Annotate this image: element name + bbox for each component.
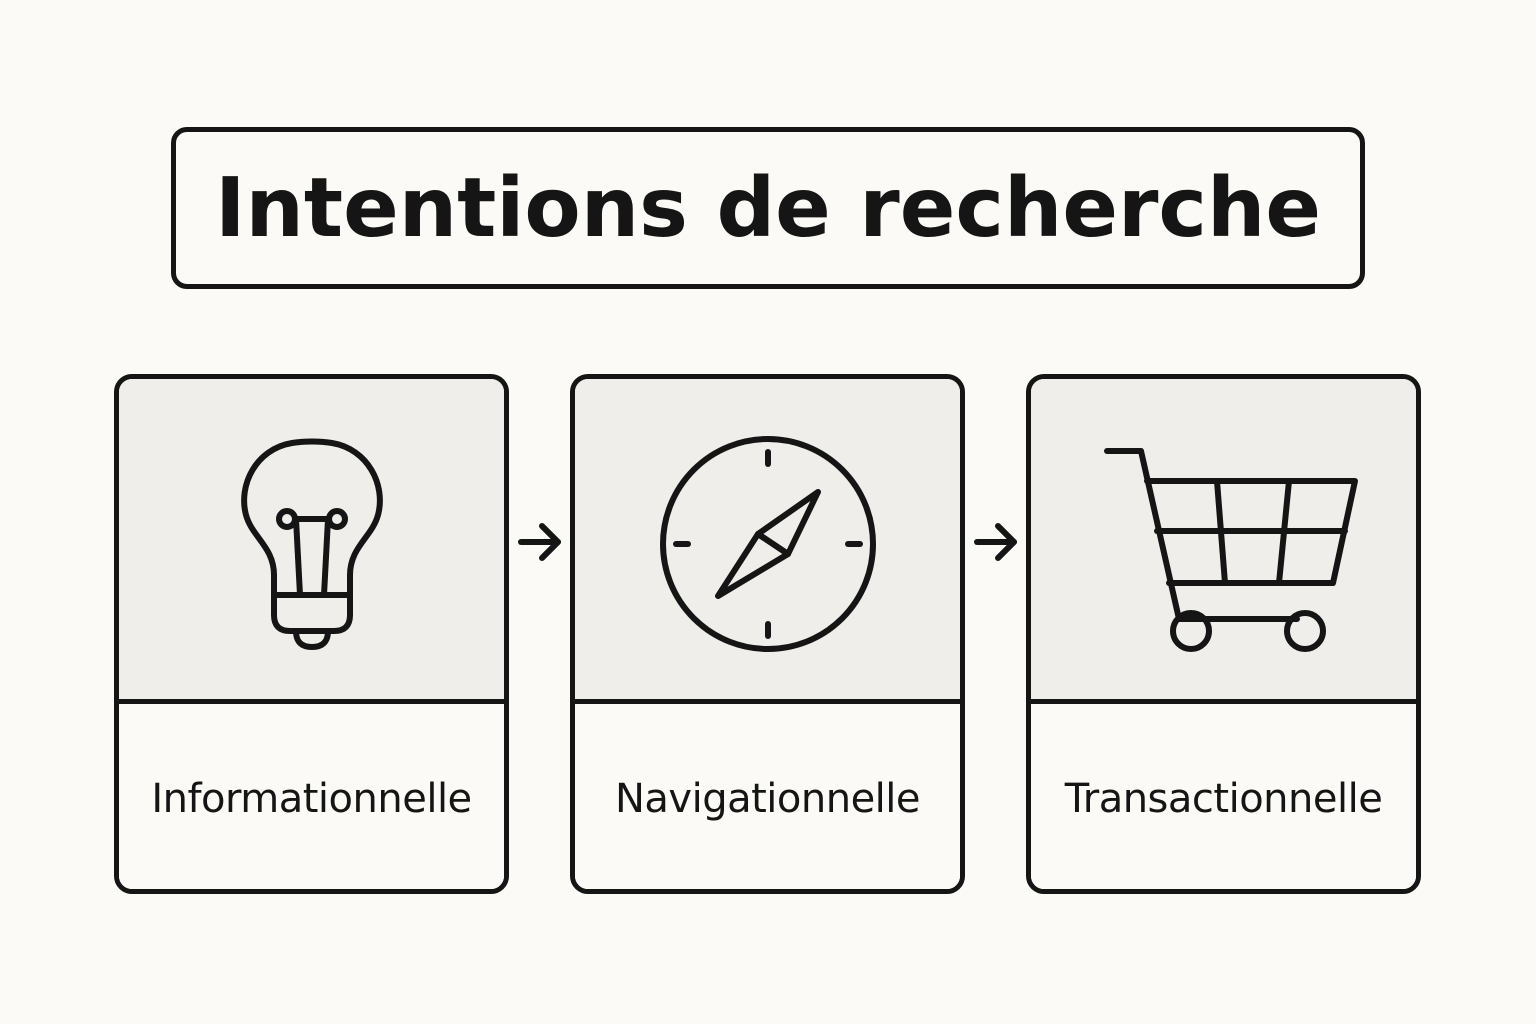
card-label-panel: Transactionnelle	[1031, 704, 1416, 889]
arrow-right-icon	[518, 523, 561, 561]
card-navigationnelle: Navigationnelle	[570, 374, 965, 894]
title-box: Intentions de recherche	[171, 127, 1365, 289]
card-icon-panel	[119, 379, 504, 704]
card-label: Navigationnelle	[614, 776, 921, 822]
card-informationnelle: Informationnelle	[114, 374, 509, 894]
card-label: Informationnelle	[151, 776, 472, 822]
card-transactionnelle: Transactionnelle	[1026, 374, 1421, 894]
card-label: Transactionnelle	[1064, 776, 1383, 822]
card-icon-panel	[575, 379, 960, 704]
compass-icon	[659, 436, 876, 652]
diagram-title: Intentions de recherche	[215, 160, 1321, 256]
arrow-right-icon	[974, 523, 1017, 561]
card-icon-panel	[1031, 379, 1416, 704]
card-label-panel: Informationnelle	[119, 704, 504, 889]
shopping-cart-icon	[1103, 448, 1358, 652]
lightbulb-icon	[240, 438, 383, 650]
card-label-panel: Navigationnelle	[575, 704, 960, 889]
